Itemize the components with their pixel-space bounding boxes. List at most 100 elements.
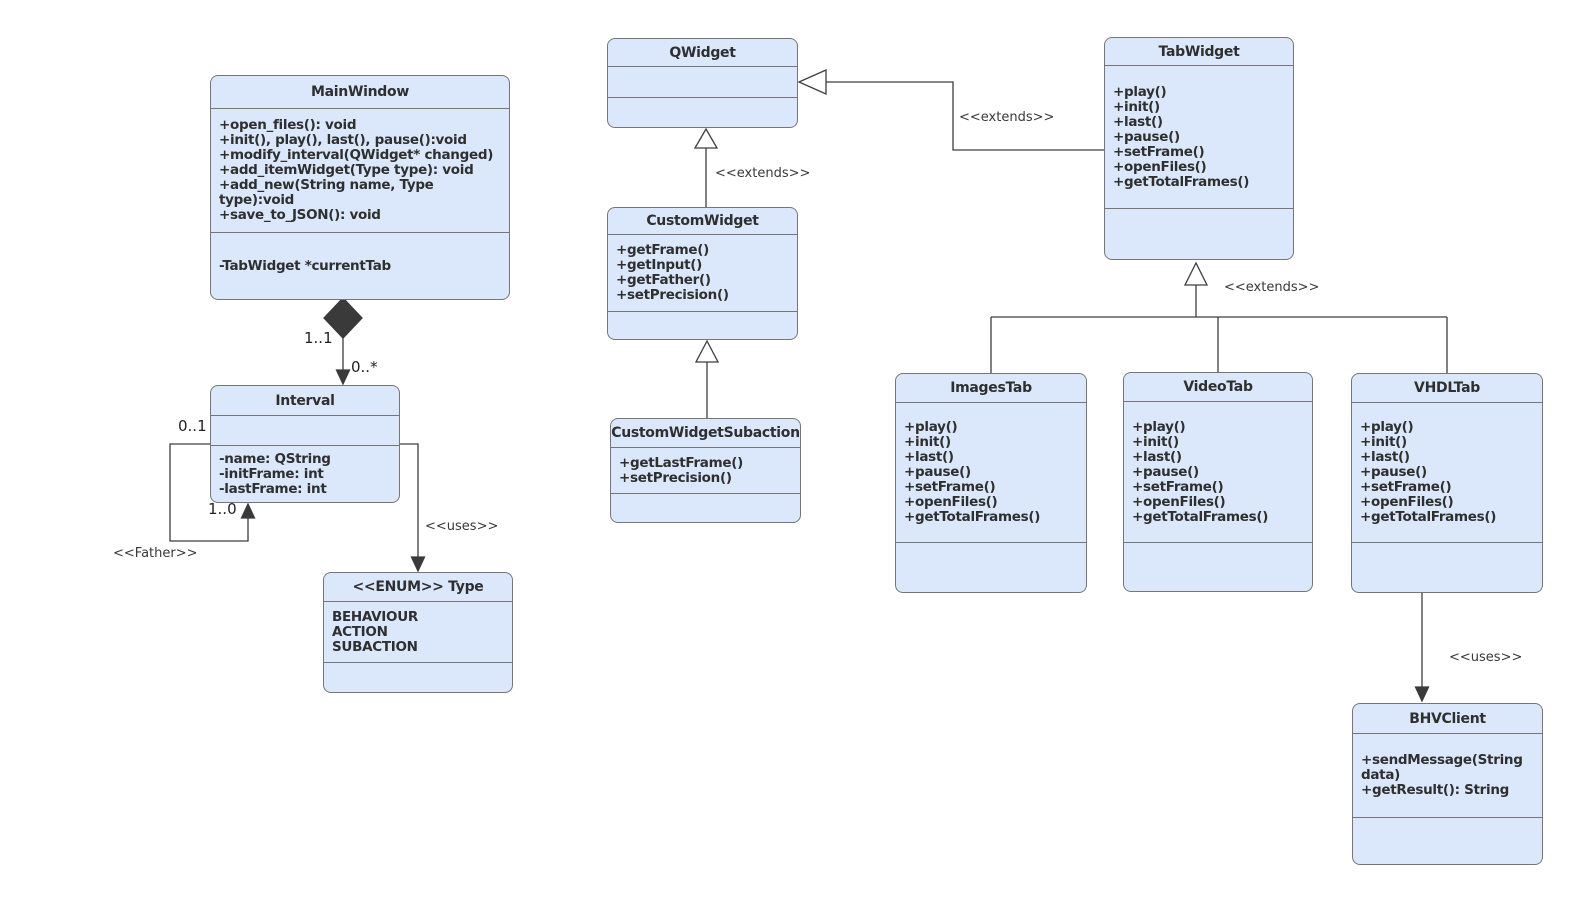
class-imagestab[interactable]: ImagesTab +play() +init() +last() +pause… (895, 373, 1087, 593)
multiplicity-label: 1..0 (208, 500, 237, 518)
attribute: -initFrame: int (219, 465, 324, 482)
enum-empty-compartment (324, 662, 512, 692)
method: +init(), play(), last(), pause():void (219, 132, 467, 148)
method: +init() (904, 434, 951, 450)
class-title-vhdltab: VHDLTab (1414, 380, 1480, 396)
class-title-enum-type: <<ENUM>> Type (352, 579, 484, 595)
class-customwidgetsubaction[interactable]: CustomWidgetSubaction +getLastFrame() +s… (610, 418, 801, 523)
attribute: -TabWidget *currentTab (219, 257, 391, 274)
method: +getFrame() (616, 242, 709, 258)
class-title-customwidgetsubaction: CustomWidgetSubaction (611, 425, 800, 441)
tabwidget-empty-compartment (1105, 208, 1293, 259)
method: +open_files(): void (219, 117, 357, 133)
method: +setPrecision() (619, 469, 732, 486)
stereotype-label-uses: <<uses>> (425, 519, 499, 534)
method: +getLastFrame() (619, 454, 743, 471)
bhvclient-methods-compartment: +sendMessage(String data) +getResult(): … (1353, 733, 1542, 817)
attribute: -name: QString (219, 450, 331, 467)
method: +getResult(): String (1361, 782, 1510, 798)
videotab-empty-compartment (1124, 542, 1312, 591)
bhvclient-empty-compartment (1353, 817, 1542, 864)
edge-extends-customwidget-qwidget[interactable] (693, 127, 719, 207)
method: +getInput() (616, 257, 702, 273)
method: +pause() (1113, 128, 1180, 145)
class-bhvclient[interactable]: BHVClient +sendMessage(String data) +get… (1352, 703, 1543, 865)
method: +last() (904, 449, 954, 465)
method: +setFrame() (1360, 479, 1452, 495)
method: +pause() (1132, 463, 1199, 480)
stereotype-label-uses: <<uses>> (1449, 650, 1523, 665)
method: +openFiles() (904, 494, 998, 510)
tabwidget-methods-compartment: +play() +init() +last() +pause() +setFra… (1105, 65, 1293, 208)
method: +pause() (904, 464, 971, 480)
edge-composition-mainwindow-interval[interactable] (323, 297, 363, 386)
class-title-interval: Interval (275, 392, 335, 409)
class-title-tabwidget: TabWidget (1158, 43, 1240, 60)
method: +init() (1360, 434, 1407, 450)
method: +getTotalFrames() (904, 509, 1041, 525)
vhdltab-empty-compartment (1352, 542, 1542, 592)
videotab-methods-compartment: +play() +init() +last() +pause() +setFra… (1124, 401, 1312, 542)
class-vhdltab[interactable]: VHDLTab +play() +init() +last() +pause()… (1351, 373, 1543, 593)
enum-literal: SUBACTION (332, 638, 418, 655)
stereotype-label-father: <<Father>> (113, 546, 198, 561)
class-videotab[interactable]: VideoTab +play() +init() +last() +pause(… (1123, 372, 1313, 592)
method: +save_to_JSON(): void (219, 207, 381, 223)
method: +getTotalFrames() (1360, 509, 1497, 525)
class-interval[interactable]: Interval -name: QString -initFrame: int … (210, 385, 400, 503)
stereotype-label-extends: <<extends>> (1224, 280, 1320, 295)
edge-extends-tabwidget-qwidget[interactable] (797, 68, 1104, 151)
method: +last() (1113, 113, 1163, 130)
enum-literal: ACTION (332, 623, 388, 640)
enum-literal: BEHAVIOUR (332, 608, 418, 625)
stereotype-label-extends: <<extends>> (715, 166, 811, 181)
method: +getFather() (616, 272, 711, 288)
class-title-imagestab: ImagesTab (950, 380, 1032, 396)
method: +play() (1360, 419, 1414, 435)
method: +init() (1132, 433, 1179, 450)
attribute: -lastFrame: int (219, 480, 327, 497)
mainwindow-methods-compartment: +open_files(): void +init(), play(), las… (211, 108, 509, 232)
customwidgetsubaction-methods-compartment: +getLastFrame() +setPrecision() (611, 447, 800, 493)
class-title-bhvclient: BHVClient (1409, 710, 1486, 727)
qwidget-empty-compartment-1 (608, 66, 797, 97)
class-title-qwidget: QWidget (669, 44, 736, 61)
method: +last() (1360, 449, 1410, 465)
multiplicity-label: 0..* (351, 358, 378, 376)
edge-extends-subaction-customwidget[interactable] (694, 339, 720, 418)
vhdltab-methods-compartment: +play() +init() +last() +pause() +setFra… (1352, 402, 1542, 542)
edge-uses-vhdltab-bhvclient[interactable] (1414, 593, 1430, 703)
method: +play() (1132, 418, 1186, 435)
multiplicity-label: 1..1 (304, 329, 333, 347)
method: +setFrame() (1113, 143, 1205, 160)
method: +play() (904, 419, 958, 435)
method: +getTotalFrames() (1113, 173, 1250, 190)
class-title-videotab: VideoTab (1183, 379, 1253, 395)
method: +add_new(String name, Type type):void (219, 177, 434, 208)
method: +getTotalFrames() (1132, 508, 1269, 525)
customwidgetsubaction-empty-compartment (611, 493, 800, 522)
method: +openFiles() (1360, 494, 1454, 510)
method: +pause() (1360, 464, 1427, 480)
customwidget-methods-compartment: +getFrame() +getInput() +getFather() +se… (608, 234, 797, 311)
qwidget-empty-compartment-2 (608, 97, 797, 127)
class-qwidget[interactable]: QWidget (607, 38, 798, 128)
class-title-customwidget: CustomWidget (646, 213, 759, 229)
class-tabwidget[interactable]: TabWidget +play() +init() +last() +pause… (1104, 37, 1294, 260)
edge-extends-tabs-tabwidget[interactable] (990, 261, 1448, 373)
class-mainwindow[interactable]: MainWindow +open_files(): void +init(), … (210, 75, 510, 300)
method: +openFiles() (1132, 493, 1226, 510)
edge-uses-interval-type[interactable] (400, 443, 426, 573)
method: +openFiles() (1113, 158, 1207, 175)
method: +add_itemWidget(Type type): void (219, 162, 474, 178)
class-enum-type[interactable]: <<ENUM>> Type BEHAVIOUR ACTION SUBACTION (323, 572, 513, 693)
method: +modify_interval(QWidget* changed) (219, 147, 494, 163)
edge-association-interval-self[interactable] (169, 443, 256, 542)
imagestab-empty-compartment (896, 542, 1086, 592)
class-customwidget[interactable]: CustomWidget +getFrame() +getInput() +ge… (607, 207, 798, 340)
method: +last() (1132, 448, 1182, 465)
method: +setFrame() (1132, 478, 1224, 495)
enum-literals-compartment: BEHAVIOUR ACTION SUBACTION (324, 601, 512, 662)
